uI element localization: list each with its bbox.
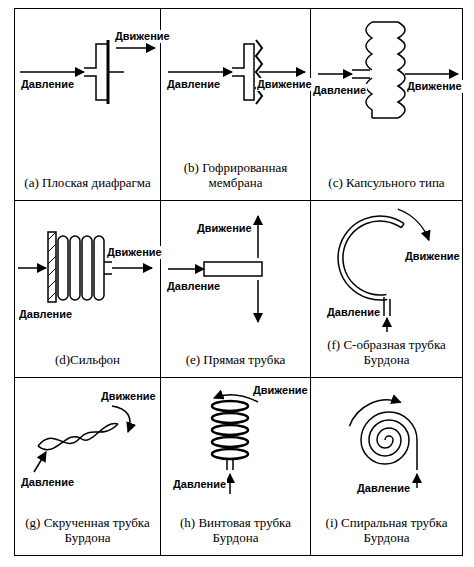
corrugated-membrane	[168, 40, 305, 104]
flow-label: Давление	[18, 308, 73, 321]
flow-label: Давление	[312, 84, 367, 97]
flow-label: Давление	[356, 482, 411, 495]
cell-caption: (a) Плоская диафрагма	[19, 175, 156, 190]
straight-tube	[168, 216, 262, 322]
flat-diaphragm	[20, 40, 155, 104]
flow-label: Движение	[252, 384, 309, 397]
sensor-cell: (g) Скрученная трубка Бурдона	[14, 377, 161, 556]
flow-label: Движение	[114, 30, 171, 43]
bellows	[18, 232, 152, 302]
sensor-cell: (i) Спиральная трубка Бурдона	[310, 377, 463, 556]
sensor-cell: (d)Сильфон	[14, 200, 161, 378]
flow-label: Движение	[106, 246, 163, 259]
flow-label: Давление	[326, 306, 381, 319]
sensor-cell: (h) Винтовая трубка Бурдона	[160, 377, 311, 556]
flow-label: Движение	[256, 78, 313, 91]
flow-label: Движение	[404, 250, 461, 263]
sensor-cell: (f) С-образная трубка Бурдона	[310, 200, 463, 378]
cell-caption: (g) Скрученная трубка Бурдона	[19, 515, 156, 545]
flow-label: Движение	[196, 222, 253, 235]
flow-label: Давление	[20, 78, 75, 91]
cell-caption: (h) Винтовая трубка Бурдона	[165, 515, 306, 545]
flow-label: Давление	[172, 478, 227, 491]
twisted-bourdon-tube	[34, 406, 130, 472]
cell-caption: (f) С-образная трубка Бурдона	[315, 337, 458, 367]
cell-caption: (e) Прямая трубка	[165, 352, 306, 367]
flow-label: Давление	[166, 78, 221, 91]
capsule-element	[318, 22, 458, 118]
cell-caption: (c) Капсульного типа	[315, 175, 458, 190]
cell-caption: (d)Сильфон	[19, 352, 156, 367]
flow-label: Движение	[100, 390, 157, 403]
flow-label: Давление	[20, 476, 75, 489]
flow-label: Давление	[166, 280, 221, 293]
sensor-cell: (c) Капсульного типа	[310, 8, 463, 201]
cell-caption: (i) Спиральная трубка Бурдона	[315, 515, 458, 545]
flow-label: Движение	[406, 80, 463, 93]
sensor-cell: (b) Гофрированная мембрана	[160, 8, 311, 201]
cell-caption: (b) Гофрированная мембрана	[165, 160, 306, 190]
spiral-bourdon-tube	[349, 400, 417, 488]
